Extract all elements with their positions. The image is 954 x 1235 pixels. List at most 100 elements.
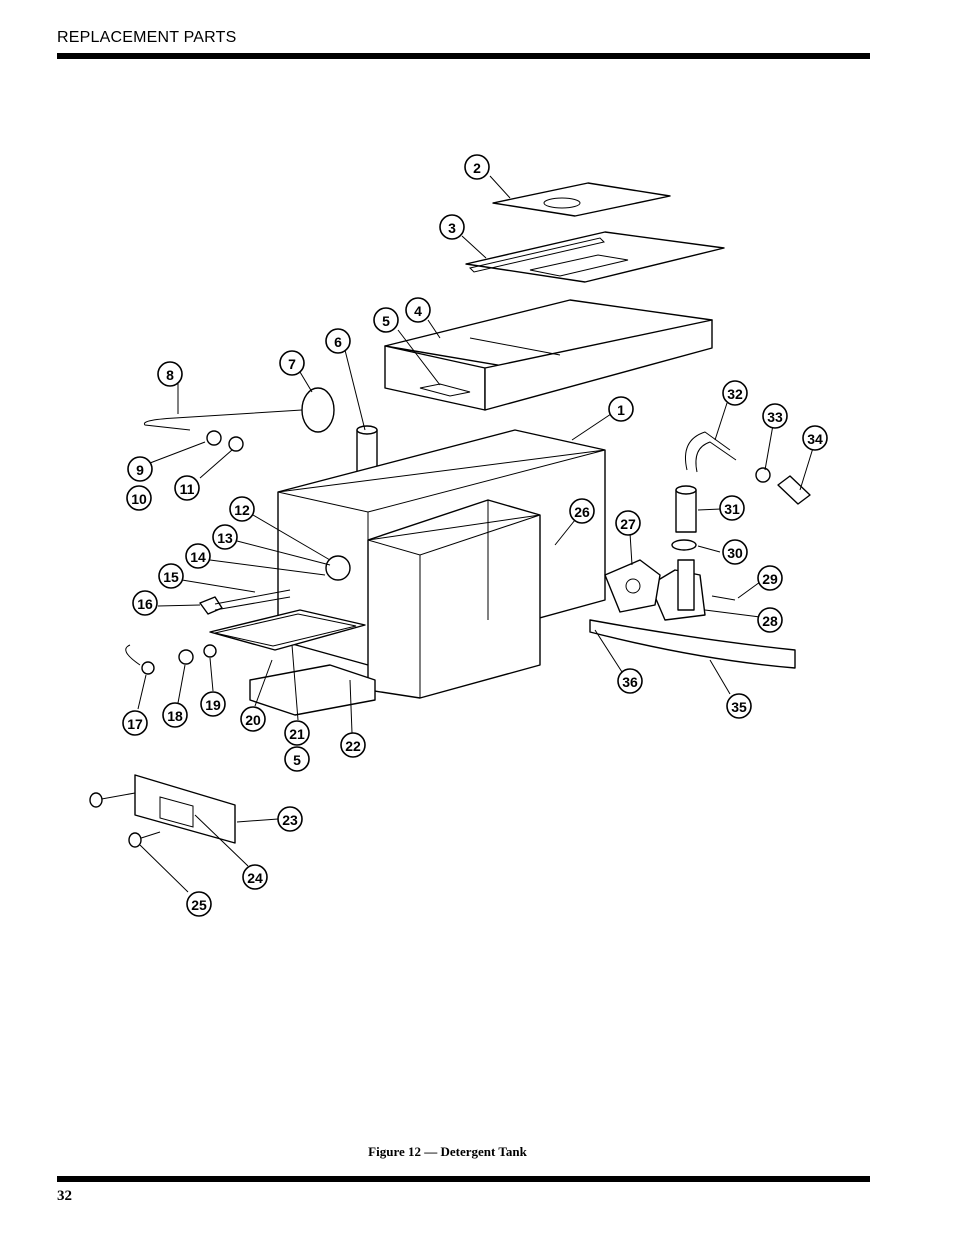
callout-label: 18 xyxy=(167,708,183,724)
callout-circle xyxy=(762,403,788,429)
callout-circle xyxy=(162,702,188,728)
callout-c22: 22 xyxy=(340,732,366,758)
callout-circle xyxy=(608,396,634,422)
callout-label: 25 xyxy=(191,897,207,913)
callout-label: 26 xyxy=(574,504,590,520)
callout-c33: 33 xyxy=(762,403,788,429)
callout-label: 17 xyxy=(127,716,143,732)
callout-circle xyxy=(340,732,366,758)
callout-c19: 19 xyxy=(200,691,226,717)
callout-label: 8 xyxy=(166,367,174,383)
callout-label: 9 xyxy=(136,462,144,478)
callout-circle xyxy=(174,475,200,501)
callout-c2: 2 xyxy=(464,154,490,180)
callout-label: 15 xyxy=(163,569,179,585)
callout-circle xyxy=(122,710,148,736)
figure-caption: Figure 12 — Detergent Tank xyxy=(368,1144,527,1159)
callout-label: 32 xyxy=(727,386,743,402)
callout-circle xyxy=(373,307,399,333)
callout-circle xyxy=(722,539,748,565)
callout-c29: 29 xyxy=(757,565,783,591)
callout-label: 3 xyxy=(448,220,456,236)
callout-c13: 13 xyxy=(212,524,238,550)
callout-circle xyxy=(439,214,465,240)
callout-label: 21 xyxy=(289,726,305,742)
callout-c12: 12 xyxy=(229,496,255,522)
callout-label: 33 xyxy=(767,409,783,425)
callout-c20: 20 xyxy=(240,706,266,732)
callout-label: 12 xyxy=(234,502,250,518)
callout-c4: 4 xyxy=(405,297,431,323)
callout-circle xyxy=(229,496,255,522)
callout-circle xyxy=(722,380,748,406)
callout-c14: 14 xyxy=(185,543,211,569)
callout-c5a: 5 xyxy=(373,307,399,333)
callout-circle xyxy=(405,297,431,323)
section-title: REPLACEMENT PARTS xyxy=(57,29,237,46)
callout-label: 10 xyxy=(131,491,147,507)
callout-c25: 25 xyxy=(186,891,212,917)
callout-circle xyxy=(132,590,158,616)
callout-c27: 27 xyxy=(615,510,641,536)
callout-circle xyxy=(277,806,303,832)
callout-label: 20 xyxy=(245,712,261,728)
callout-circle xyxy=(802,425,828,451)
callout-c8: 8 xyxy=(157,361,183,387)
callout-c34: 34 xyxy=(802,425,828,451)
callout-circle xyxy=(212,524,238,550)
callout-c16: 16 xyxy=(132,590,158,616)
callout-c6: 6 xyxy=(325,328,351,354)
callout-label: 27 xyxy=(620,516,636,532)
callout-c28: 28 xyxy=(757,607,783,633)
callout-c11: 11 xyxy=(174,475,200,501)
callout-label: 30 xyxy=(727,545,743,561)
callout-label: 23 xyxy=(282,812,298,828)
callout-circle xyxy=(158,563,184,589)
callout-label: 36 xyxy=(622,674,638,690)
callout-circle xyxy=(757,565,783,591)
callout-label: 19 xyxy=(205,697,221,713)
callout-c24: 24 xyxy=(242,864,268,890)
callout-circle xyxy=(240,706,266,732)
callout-c10: 10 xyxy=(126,485,152,511)
callout-label: 1 xyxy=(617,402,625,418)
callout-label: 14 xyxy=(190,549,206,565)
callout-c18: 18 xyxy=(162,702,188,728)
callout-label: 2 xyxy=(473,160,481,176)
callout-label: 7 xyxy=(288,356,296,372)
callout-c36: 36 xyxy=(617,668,643,694)
callout-c31: 31 xyxy=(719,495,745,521)
callout-label: 16 xyxy=(137,596,153,612)
callout-c26: 26 xyxy=(569,498,595,524)
callout-circle xyxy=(615,510,641,536)
callout-c5b: 5 xyxy=(284,746,310,772)
callout-label: 24 xyxy=(247,870,263,886)
callout-circle xyxy=(569,498,595,524)
callout-circle xyxy=(186,891,212,917)
footer-rule xyxy=(57,1176,870,1182)
callout-c15: 15 xyxy=(158,563,184,589)
callout-label: 31 xyxy=(724,501,740,517)
callout-c3: 3 xyxy=(439,214,465,240)
callout-c17: 17 xyxy=(122,710,148,736)
callout-c9: 9 xyxy=(127,456,153,482)
callout-c1: 1 xyxy=(608,396,634,422)
callout-label: 5 xyxy=(382,313,390,329)
callout-label: 29 xyxy=(762,571,778,587)
callout-circle xyxy=(126,485,152,511)
callout-label: 5 xyxy=(293,752,301,768)
callout-circle xyxy=(719,495,745,521)
callout-circle xyxy=(284,720,310,746)
page-number: 32 xyxy=(57,1188,72,1204)
callout-label: 34 xyxy=(807,431,823,447)
callout-label: 22 xyxy=(345,738,361,754)
callout-circle xyxy=(757,607,783,633)
callout-circle xyxy=(464,154,490,180)
callout-circle xyxy=(185,543,211,569)
callout-circle xyxy=(279,350,305,376)
callout-label: 4 xyxy=(414,303,422,319)
callout-c30: 30 xyxy=(722,539,748,565)
callout-circle xyxy=(200,691,226,717)
